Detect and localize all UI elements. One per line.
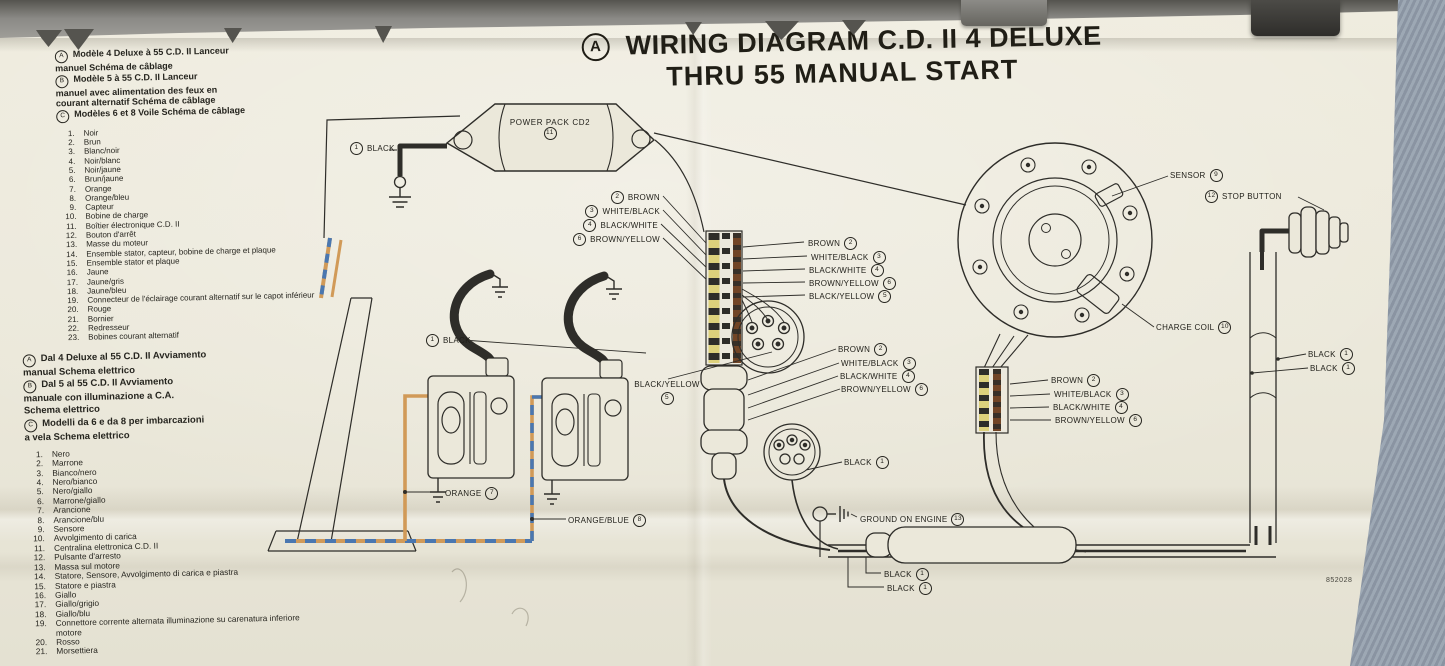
bus-component: [865, 526, 1077, 564]
circled-letter: A: [22, 354, 36, 368]
harness-1: [705, 230, 743, 366]
round-connector-upper: [731, 288, 805, 374]
engine-ground: [812, 506, 858, 557]
part-number: 852028: [1326, 577, 1353, 584]
circled-letter: C: [24, 418, 38, 433]
circled-letter: A: [54, 50, 69, 64]
flywheel-stator: [957, 142, 1153, 338]
power-pack-label: POWER PACK CD2 11: [468, 118, 632, 140]
circled-number: 11: [543, 127, 557, 140]
title-badge-a: A: [581, 32, 610, 61]
circled-letter: B: [23, 380, 37, 394]
circled-letter: C: [56, 109, 70, 124]
clip-object: [961, 0, 1047, 26]
rubber-boot: [700, 365, 748, 480]
stop-button: [1288, 206, 1349, 258]
circled-letter: B: [55, 74, 69, 88]
harness-2: [975, 366, 1009, 434]
round-connector-lower: [763, 423, 821, 481]
clip-object: [1251, 0, 1340, 36]
